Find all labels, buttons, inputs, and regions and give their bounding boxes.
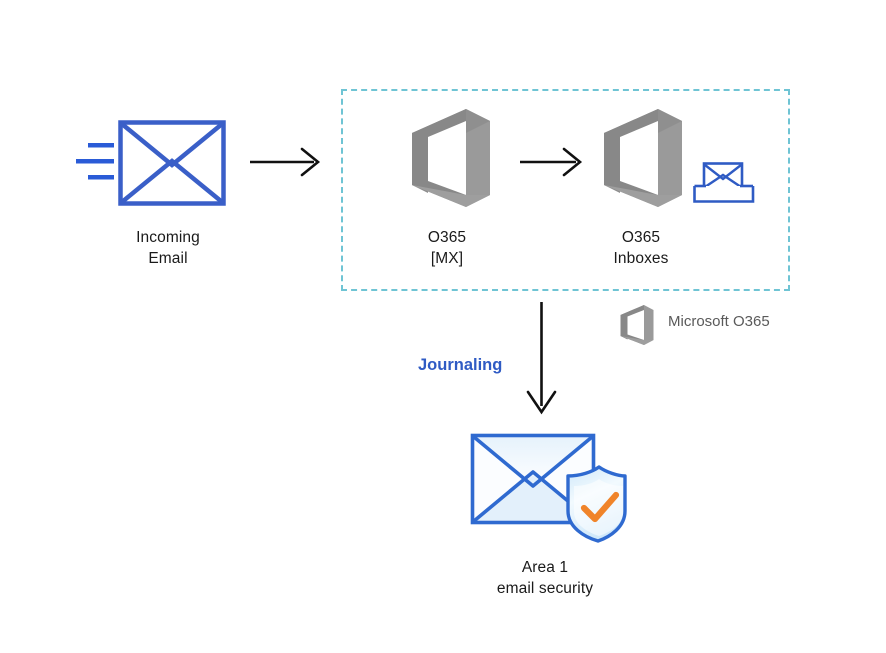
inbox-envelope-icon	[693, 162, 755, 203]
o365-mx-label-line2: [MX]	[430, 250, 464, 267]
journaling-edge-label: Journaling	[418, 356, 503, 374]
area1-label-line1: Area 1	[521, 559, 569, 576]
office-365-logo-icon-mx	[412, 109, 490, 207]
motion-lines-icon	[76, 143, 114, 180]
office-365-logo-icon-inboxes	[604, 109, 682, 207]
incoming-email-label-line1: Incoming	[136, 229, 200, 246]
o365-inboxes-label-line2: Inboxes	[613, 250, 669, 267]
area1-label-line2: email security	[496, 580, 594, 597]
area1-label: Area 1 email security	[455, 557, 635, 599]
envelope-icon	[118, 120, 226, 206]
office-365-logo-icon-legend	[620, 305, 654, 345]
arrow-mx-to-inboxes	[520, 147, 583, 177]
o365-inboxes-label-line1: O365	[621, 229, 661, 246]
o365-mx-label: O365 [MX]	[382, 227, 512, 269]
legend-label: Microsoft O365	[668, 313, 770, 330]
o365-mx-label-line1: O365	[427, 229, 467, 246]
arrow-inboxes-to-area1	[526, 302, 557, 415]
arrow-incoming-to-mx	[250, 147, 321, 177]
o365-boundary-box	[341, 89, 790, 291]
incoming-email-label-line2: Email	[148, 250, 188, 267]
shielded-envelope-icon	[470, 433, 627, 543]
